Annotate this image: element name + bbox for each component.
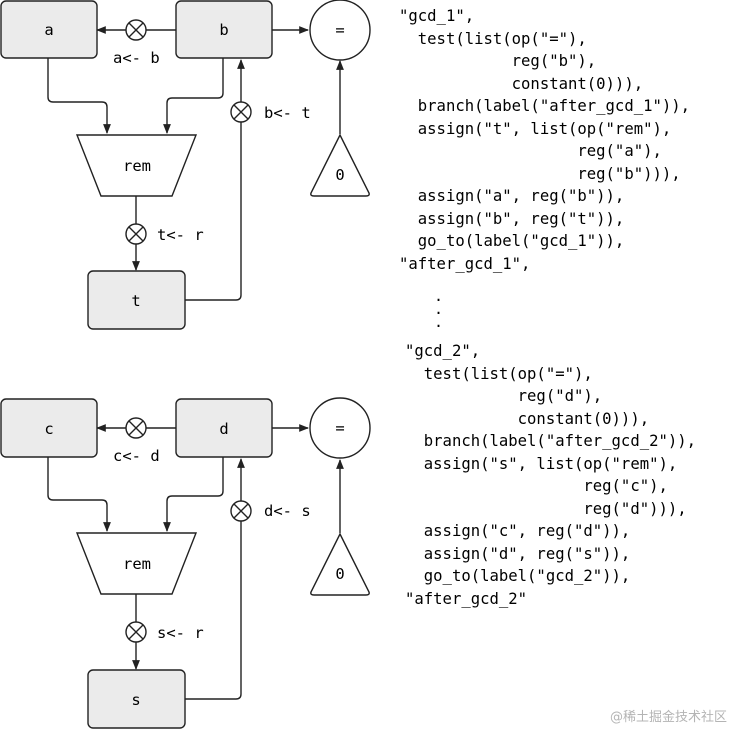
rem-operation [75, 532, 198, 595]
register-a-label: a [44, 21, 53, 39]
code-line: go_to(label("gcd_2")), [405, 567, 631, 585]
register-t [87, 270, 186, 330]
rem-label: rem [123, 157, 151, 175]
code-gcd-2: "gcd_2", test(list(op("="), reg("d"), co… [405, 340, 696, 610]
code-line: "gcd_2", [405, 342, 481, 360]
code-line: assign("c", reg("d")), [405, 522, 631, 540]
register-b-label: b [219, 21, 228, 39]
code-line: "gcd_1", [399, 7, 475, 25]
code-line: reg("d"), [405, 387, 603, 405]
code-line: "after_gcd_2" [405, 589, 528, 608]
button-s-from-r [125, 621, 147, 643]
constant-triangle [310, 532, 370, 596]
code-line: reg("d"))), [405, 499, 687, 518]
test-equal-circle [309, 0, 371, 61]
code-line: go_to(label("gcd_1")), [399, 232, 625, 250]
code-line: "after_gcd_1", [399, 254, 531, 273]
code-line: reg("a"), [399, 142, 662, 160]
gcd-machine-2 [0, 397, 371, 729]
code-line: reg("b"), [399, 52, 597, 70]
test-label: = [335, 419, 344, 437]
code-line: reg("b"))), [399, 164, 681, 183]
rem-operation [75, 134, 198, 197]
register-d [175, 398, 273, 458]
constant-label: 0 [335, 565, 344, 583]
code-line: assign("s", list(op("rem"), [405, 454, 678, 473]
button-d-from-s [230, 500, 252, 522]
code-line: test(list(op("="), [405, 364, 593, 383]
button-a-from-b-label: a<- b [113, 49, 160, 67]
register-c [0, 398, 98, 458]
register-d-label: d [219, 420, 228, 438]
gcd-machine-1 [0, 0, 371, 330]
button-c-from-d [125, 417, 147, 439]
code-line: constant(0))), [405, 409, 650, 428]
watermark: @稀土掘金技术社区 [609, 710, 727, 725]
code-ellipsis: . . . [434, 287, 444, 331]
wire-t-to-b [185, 122, 242, 301]
button-t-from-r-label: t<- r [157, 226, 204, 244]
wire-d-to-rem [163, 457, 224, 532]
code-line: branch(label("after_gcd_1")), [399, 97, 691, 115]
button-c-from-d-label: c<- d [113, 447, 160, 465]
button-b-from-t-label: b<- t [264, 104, 311, 122]
code-line: . [434, 300, 444, 318]
test-equal-circle [309, 397, 371, 459]
code-line: . [434, 313, 444, 331]
gcd-machine-1-labels: a b t = rem 0 a<- b b<- t t<- r [44, 21, 344, 310]
button-s-from-r-label: s<- r [157, 624, 204, 642]
button-t-from-r [125, 223, 147, 245]
constant-triangle [310, 133, 370, 197]
code-line: assign("t", list(op("rem"), [399, 119, 672, 138]
button-b-from-t [230, 101, 252, 123]
wire-s-to-d [185, 521, 242, 700]
code-line: assign("d", reg("s")), [405, 544, 631, 563]
register-c-label: c [44, 420, 53, 438]
code-line: assign("b", reg("t")), [399, 209, 625, 228]
rem-label: rem [123, 555, 151, 573]
constant-label: 0 [335, 166, 344, 184]
test-label: = [335, 21, 344, 39]
button-a-from-b [125, 19, 147, 41]
wire-c-to-rem [47, 457, 111, 532]
register-s-label: s [131, 691, 140, 709]
wire-b-to-rem [163, 58, 224, 134]
code-line: test(list(op("="), [399, 29, 587, 48]
code-line: reg("c"), [405, 477, 668, 495]
code-gcd-1: "gcd_1", test(list(op("="), reg("b"), co… [399, 5, 690, 275]
code-line: constant(0))), [399, 74, 644, 93]
register-s [87, 669, 186, 729]
code-line: . [434, 287, 444, 305]
wire-a-to-rem [47, 58, 111, 134]
register-b [175, 0, 273, 59]
register-t-label: t [131, 292, 140, 310]
code-line: assign("a", reg("b")), [399, 187, 625, 205]
register-a [0, 0, 98, 59]
data-path-diagrams: a b t = rem 0 a<- b b<- t t<- r [0, 0, 371, 729]
button-d-from-s-label: d<- s [264, 502, 311, 520]
gcd-machine-2-labels: c d s = rem 0 c<- d d<- s s<- r [44, 419, 344, 709]
code-line: branch(label("after_gcd_2")), [405, 432, 697, 450]
